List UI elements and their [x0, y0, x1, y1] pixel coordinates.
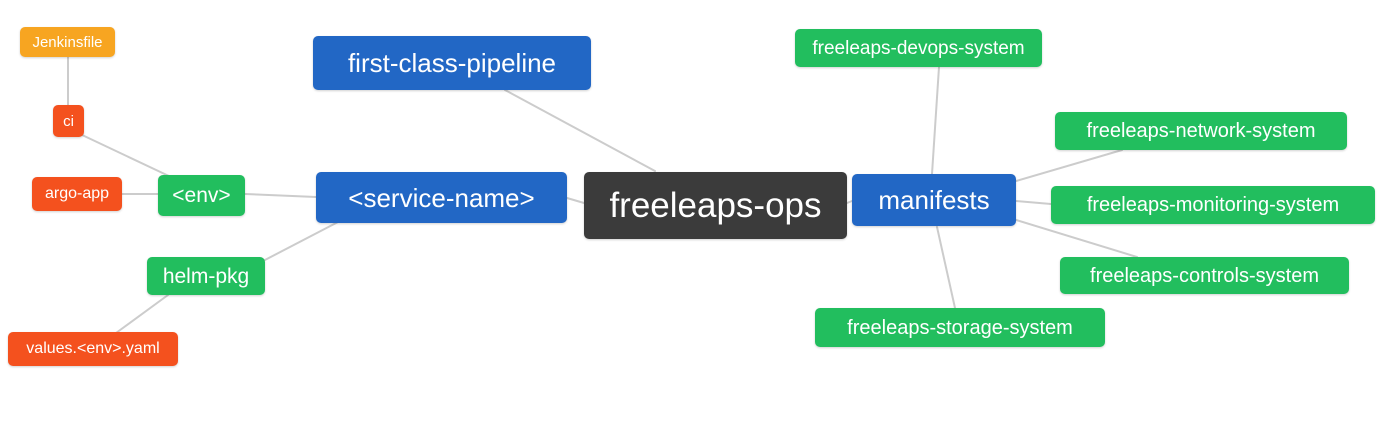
edge-service-name-helm-pkg — [262, 221, 339, 262]
node-root-freeleaps-ops[interactable]: freeleaps-ops — [584, 172, 847, 239]
edge-helm-pkg-values — [115, 294, 169, 334]
edge-pipeline-root — [504, 89, 656, 172]
node-service-name[interactable]: <service-name> — [316, 172, 567, 223]
edge-ci-env — [79, 133, 172, 178]
node-manifests[interactable]: manifests — [852, 174, 1016, 226]
node-values-env-yaml[interactable]: values.<env>.yaml — [8, 332, 178, 366]
edge-service-name-root — [566, 197, 585, 204]
node-env[interactable]: <env> — [158, 175, 245, 216]
edge-manifests-monitoring — [1015, 200, 1052, 205]
edge-env-service-name — [244, 193, 317, 198]
edge-root-manifests — [846, 200, 853, 204]
node-ci[interactable]: ci — [53, 105, 84, 137]
node-freeleaps-network-system[interactable]: freeleaps-network-system — [1055, 112, 1347, 150]
node-jenkinsfile[interactable]: Jenkinsfile — [20, 27, 115, 57]
node-freeleaps-controls-system[interactable]: freeleaps-controls-system — [1060, 257, 1349, 294]
edge-manifests-devops — [931, 66, 940, 175]
edge-manifests-storage — [936, 226, 956, 309]
node-freeleaps-storage-system[interactable]: freeleaps-storage-system — [815, 308, 1105, 347]
node-freeleaps-devops-system[interactable]: freeleaps-devops-system — [795, 29, 1042, 67]
edge-manifests-network — [1015, 149, 1123, 182]
node-freeleaps-monitoring-system[interactable]: freeleaps-monitoring-system — [1051, 186, 1375, 224]
node-first-class-pipeline[interactable]: first-class-pipeline — [313, 36, 591, 90]
node-helm-pkg[interactable]: helm-pkg — [147, 257, 265, 295]
edge-manifests-controls — [1012, 218, 1138, 258]
node-argo-app[interactable]: argo-app — [32, 177, 122, 211]
